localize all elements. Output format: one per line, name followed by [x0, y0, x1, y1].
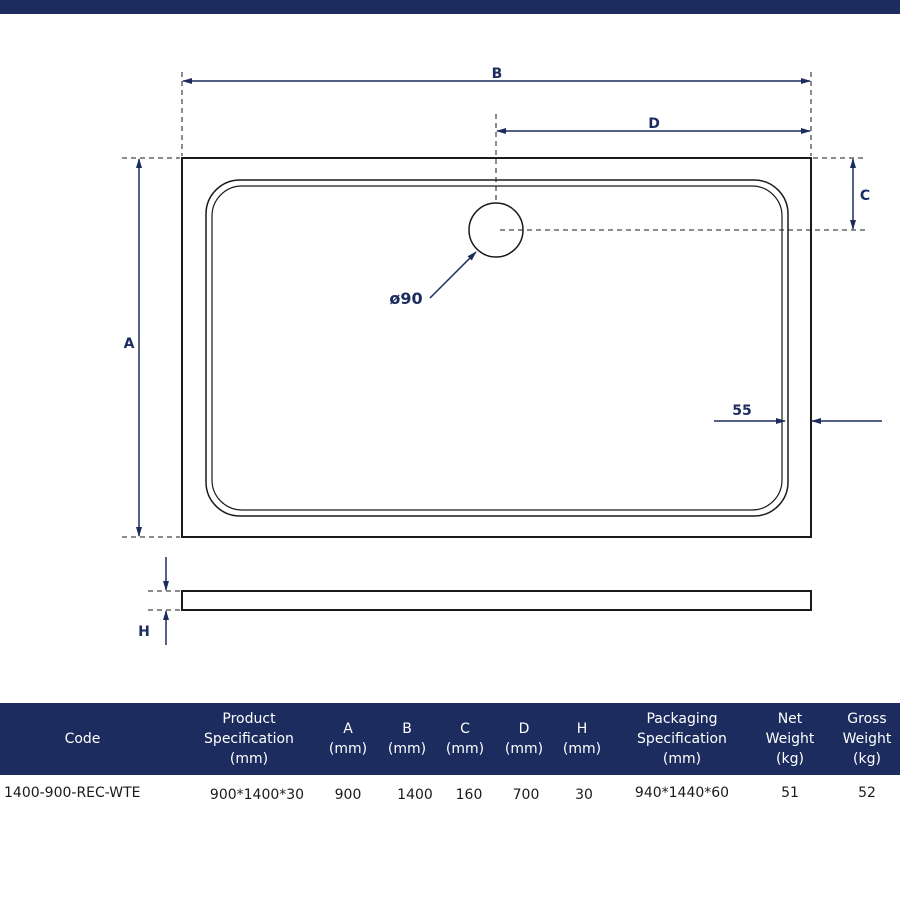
cell-d: 700 [512, 787, 540, 803]
column-header-d: D (mm) [504, 721, 544, 757]
column-header-a: A (mm) [328, 721, 368, 757]
column-header-product-specification: Product Specification (mm) [204, 711, 294, 767]
label-d: D [648, 116, 660, 132]
tray-basin-inner [211, 185, 783, 511]
cell-b: 1400 [397, 787, 433, 803]
top-accent-bar [0, 0, 900, 14]
column-header-b: B (mm) [387, 721, 427, 757]
label-h: H [138, 624, 150, 640]
column-header-gross-weight: Gross Weight (kg) [842, 711, 892, 767]
cell-a: 900 [334, 787, 362, 803]
column-header-h: H (mm) [562, 721, 602, 757]
waste-outlet-circle [468, 202, 524, 258]
tray-basin-outer [205, 179, 789, 517]
cell-packaging-specification: 940*1440*60 [634, 785, 730, 801]
column-header-code: Code [64, 731, 101, 747]
label-b: B [492, 66, 503, 82]
cell-h: 30 [575, 787, 593, 803]
cell-product-specification: 900*1400*30 [209, 787, 305, 803]
cell-net-weight: 51 [781, 785, 799, 801]
label-c: C [860, 188, 870, 204]
label-a: A [124, 336, 135, 352]
cell-code: 1400-900-REC-WTE [4, 785, 141, 801]
label-waste-diameter: ø90 [389, 289, 422, 308]
specification-table: Code Product Specification (mm) A (mm) B… [0, 703, 900, 815]
tray-outer-outline [181, 157, 812, 538]
column-header-packaging-specification: Packaging Specification (mm) [637, 711, 727, 767]
leader-waste-diameter [429, 251, 477, 299]
tray-side-elevation [181, 590, 812, 611]
cell-c: 160 [455, 787, 483, 803]
shower-tray-technical-drawing: B D A C H ø90 55 [122, 66, 882, 645]
specification-table-header: Code Product Specification (mm) A (mm) B… [0, 703, 900, 775]
cell-gross-weight: 52 [858, 785, 876, 801]
column-header-c: C (mm) [445, 721, 485, 757]
table-row: 1400-900-REC-WTE 900*1400*30 900 1400 16… [0, 775, 900, 815]
column-header-net-weight: Net Weight (kg) [765, 711, 815, 767]
label-rim-width: 55 [732, 403, 751, 419]
